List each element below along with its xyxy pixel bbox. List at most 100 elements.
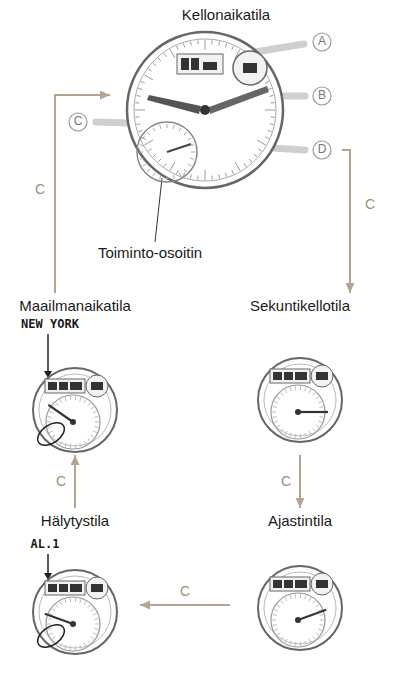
- subdial-tick: [274, 421, 278, 423]
- subdial-tick: [84, 601, 86, 604]
- subdial-tick: [184, 169, 187, 172]
- subdial-tick: [184, 132, 187, 135]
- subdial-tick: [65, 443, 66, 447]
- button-ring: [313, 141, 331, 159]
- watch-face: [127, 32, 283, 188]
- subdial-tick: [84, 399, 86, 402]
- subdial-tick: [285, 431, 287, 434]
- hour-tick: [244, 163, 246, 166]
- hour-tick: [135, 116, 139, 117]
- button-press-label: C: [180, 584, 190, 599]
- hour-tick: [268, 88, 272, 89]
- subdial-tick: [70, 444, 71, 448]
- subdial-tick: [88, 403, 91, 406]
- lcd-city-name: NEW YORK: [21, 318, 79, 331]
- subdial-tick: [290, 641, 291, 645]
- subdial-tick: [285, 389, 287, 392]
- button-ring: [313, 33, 331, 51]
- subdial-tick: [285, 639, 287, 642]
- lcd-segment: [295, 372, 307, 380]
- subdial-tick: [75, 396, 76, 400]
- subdial-tick: [60, 399, 62, 402]
- hour-tick: [141, 82, 145, 84]
- lcd-subdisplay: [311, 573, 333, 595]
- subdial-tick: [47, 422, 51, 423]
- subdial-tick: [140, 158, 144, 159]
- watch-mode-node: Sekuntikellotila: [230, 293, 370, 455]
- hour-tick: [268, 130, 272, 131]
- hour-tick: [218, 175, 220, 179]
- subdial-tick: [160, 175, 161, 179]
- watch-face: [33, 570, 117, 654]
- mode-heading: Maailmanaikatila: [19, 297, 131, 315]
- subdial-tick: [49, 633, 53, 635]
- lcd-segment: [70, 382, 82, 390]
- leader-line: [47, 554, 49, 574]
- subdial-tick: [52, 435, 55, 437]
- hour-tick: [271, 116, 275, 117]
- subdial-tick: [318, 629, 322, 631]
- subdial-tick: [80, 645, 81, 649]
- subdial-tick: [290, 387, 291, 391]
- hour-tick: [144, 75, 153, 80]
- hour-tick: [249, 159, 252, 162]
- subdial-tick: [290, 595, 291, 599]
- lcd-subdisplay: [86, 577, 108, 599]
- subdial-tick: [95, 416, 99, 418]
- mode-heading: Kellonaikatila: [182, 6, 270, 24]
- subdial-tick: [320, 416, 324, 418]
- subdial-tick: [48, 618, 52, 620]
- subdial-tick: [274, 401, 278, 403]
- subdial-tick: [153, 128, 155, 131]
- subdial-tick: [273, 406, 277, 408]
- hour-tick: [148, 149, 151, 151]
- hour-tick: [235, 162, 240, 171]
- subdial-tick: [274, 629, 278, 631]
- hand-pivot: [70, 419, 76, 425]
- subdial-tick: [272, 620, 276, 621]
- lcd-subdisplay: [86, 375, 108, 397]
- hour-tick: [257, 140, 266, 145]
- subdial-tick: [277, 633, 280, 635]
- hour-tick: [225, 173, 226, 177]
- subdial-tick: [70, 646, 71, 650]
- mode-arrow: [74, 455, 76, 508]
- hour-tick: [258, 149, 261, 151]
- subdial-tick: [190, 158, 194, 159]
- button-stub: [280, 93, 305, 100]
- hour-tick: [153, 63, 156, 66]
- leader-line: [155, 178, 162, 242]
- subdial-tick: [93, 411, 97, 413]
- lcd-subdisplay: [233, 51, 267, 85]
- subdial-tick: [70, 598, 71, 602]
- subdial-tick: [139, 152, 143, 153]
- subdial-tick: [52, 609, 55, 611]
- function-pointer: [45, 614, 73, 624]
- hour-tick: [138, 88, 142, 89]
- subdial-tick: [309, 639, 311, 642]
- lcd-segment: [273, 372, 282, 380]
- button-letter: C: [74, 115, 83, 128]
- hand-pivot: [295, 617, 301, 623]
- subdial-tick: [48, 426, 52, 428]
- lcd-window: [270, 369, 310, 383]
- pointer-callout: Toiminto-osoitin: [98, 245, 202, 262]
- function-pointer: [48, 405, 73, 422]
- watch-mode-node: Ajastintila: [230, 508, 370, 658]
- watch-illustration: [230, 293, 370, 455]
- subdial-tick: [320, 624, 324, 626]
- subdial-tick: [316, 397, 319, 399]
- subdial-tick: [91, 407, 94, 409]
- mode-heading: Sekuntikellotila: [250, 297, 350, 315]
- lcd-segment: [181, 58, 189, 70]
- hour-tick: [177, 46, 179, 50]
- lcd-segment: [316, 372, 328, 380]
- subdial-tick: [309, 389, 311, 392]
- subdial-tick: [316, 605, 319, 607]
- subdial-tick: [93, 633, 97, 635]
- lcd-segment: [91, 382, 103, 390]
- button-letter: A: [318, 35, 326, 48]
- subdial-tick: [80, 599, 81, 603]
- hour-tick: [190, 175, 192, 179]
- hour-tick: [218, 42, 220, 46]
